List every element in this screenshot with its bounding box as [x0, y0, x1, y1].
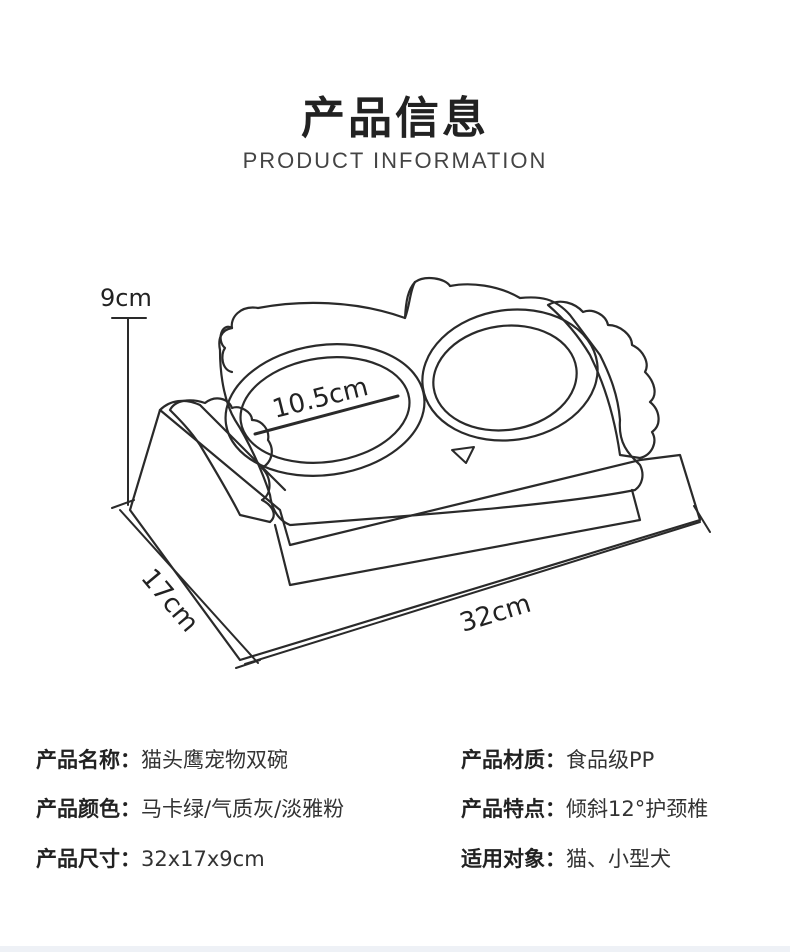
width-label: 32cm: [456, 589, 534, 639]
beak-triangle: [451, 446, 475, 464]
right-wing: [546, 300, 660, 460]
right-bowl-outer: [421, 308, 599, 442]
spec-feature: 产品特点：倾斜12°护颈椎: [461, 793, 708, 823]
base-top-edge: [158, 399, 287, 492]
depth-line: [119, 509, 259, 664]
spec-value: 倾斜12°护颈椎: [566, 797, 709, 821]
spec-label: 产品材质：: [461, 748, 566, 772]
page-subtitle: PRODUCT INFORMATION: [242, 148, 548, 173]
right-ear: [403, 280, 417, 320]
left-wing: [168, 397, 275, 524]
right-bowl-inner: [432, 324, 578, 432]
spec-value: 猫头鹰宠物双碗: [141, 748, 288, 772]
left-bowl-inner: [239, 356, 411, 464]
bowl-diameter-line: [253, 394, 400, 436]
spec-value: 马卡绿/气质灰/淡雅粉: [141, 797, 345, 821]
bottom-divider: [0, 946, 790, 952]
spec-value: 猫、小型犬: [566, 847, 671, 871]
depth-cap-top: [111, 499, 135, 509]
base-front-face: [128, 408, 702, 662]
spec-value: 32x17x9cm: [141, 847, 265, 871]
spec-label: 适用对象：: [461, 847, 566, 871]
depth-label: 17cm: [135, 563, 205, 638]
spec-label: 产品名称：: [36, 748, 141, 772]
spec-name: 产品名称：猫头鹰宠物双碗: [36, 744, 288, 774]
spec-color: 产品颜色：马卡绿/气质灰/淡雅粉: [36, 793, 344, 823]
width-cap-right: [693, 505, 711, 533]
tray-body: [218, 276, 644, 527]
tray-rim: [273, 488, 642, 587]
width-line: [244, 521, 701, 665]
spec-label: 产品特点：: [461, 797, 566, 821]
spec-material: 产品材质：食品级PP: [461, 744, 654, 774]
spec-target: 适用对象：猫、小型犬: [461, 843, 671, 873]
left-ear: [219, 325, 234, 374]
height-label: 9cm: [100, 284, 152, 312]
spec-size: 产品尺寸：32x17x9cm: [36, 843, 265, 873]
spec-label: 产品颜色：: [36, 797, 141, 821]
product-line-drawing: 9cm 10.5cm 17cm 32cm: [100, 276, 711, 669]
page-title: 产品信息: [301, 93, 489, 144]
spec-label: 产品尺寸：: [36, 847, 141, 871]
spec-value: 食品级PP: [566, 748, 655, 772]
